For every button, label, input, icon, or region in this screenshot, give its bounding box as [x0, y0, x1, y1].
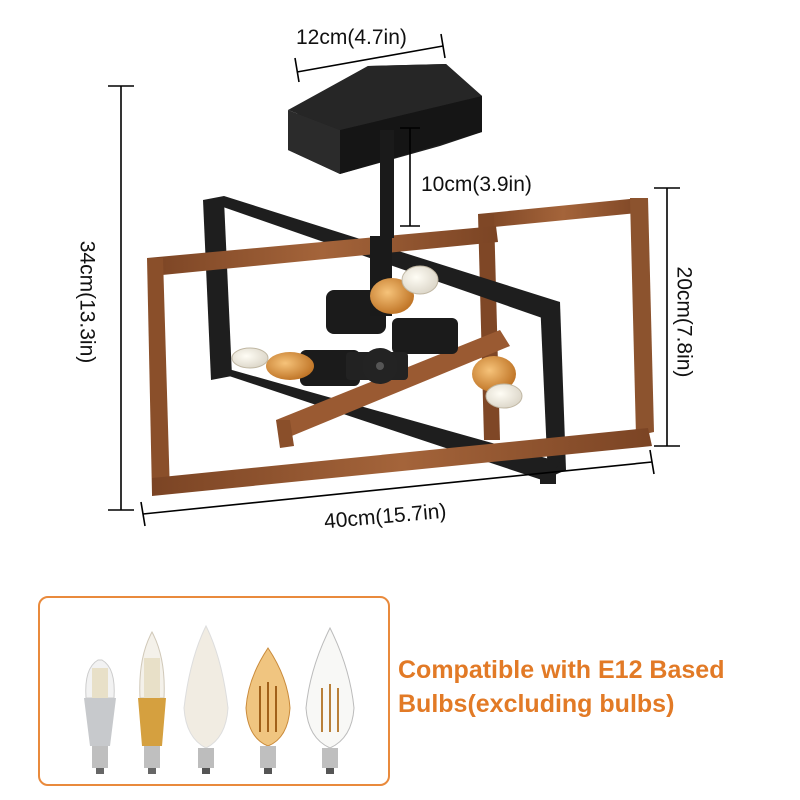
compatible-bulbs-panel: [38, 596, 390, 786]
led-gold-bulb-icon: [138, 630, 166, 774]
ceiling-canopy: [288, 64, 482, 174]
clear-filament-bulb-icon: [305, 626, 355, 774]
fixture-height-label: 20cm(7.8in): [672, 266, 696, 378]
led-silver-bulb-icon: [84, 659, 116, 774]
ceiling-light-illustration: [108, 33, 680, 527]
rod-length-label: 10cm(3.9in): [421, 173, 532, 196]
installed-bulbs: [231, 265, 523, 409]
amber-filament-bulb-icon: [245, 647, 291, 774]
down-rod: [380, 130, 394, 238]
light-sockets: [300, 236, 458, 386]
compatibility-line-1: Compatible with E12 Based: [398, 656, 725, 684]
canopy-width-label: 12cm(4.7in): [296, 26, 407, 49]
bulb-compatibility-note: Compatible with E12 Based Bulbs(excludin…: [398, 653, 790, 721]
frosted-candle-bulb-icon: [183, 624, 229, 774]
dimension-lines: [108, 33, 680, 527]
compatibility-line-2: Bulbs(excluding bulbs): [398, 690, 675, 718]
bulb-options-illustration: [84, 624, 355, 774]
wood-frame-front: [147, 226, 652, 496]
total-height-label: 34cm(13.3in): [75, 240, 99, 364]
